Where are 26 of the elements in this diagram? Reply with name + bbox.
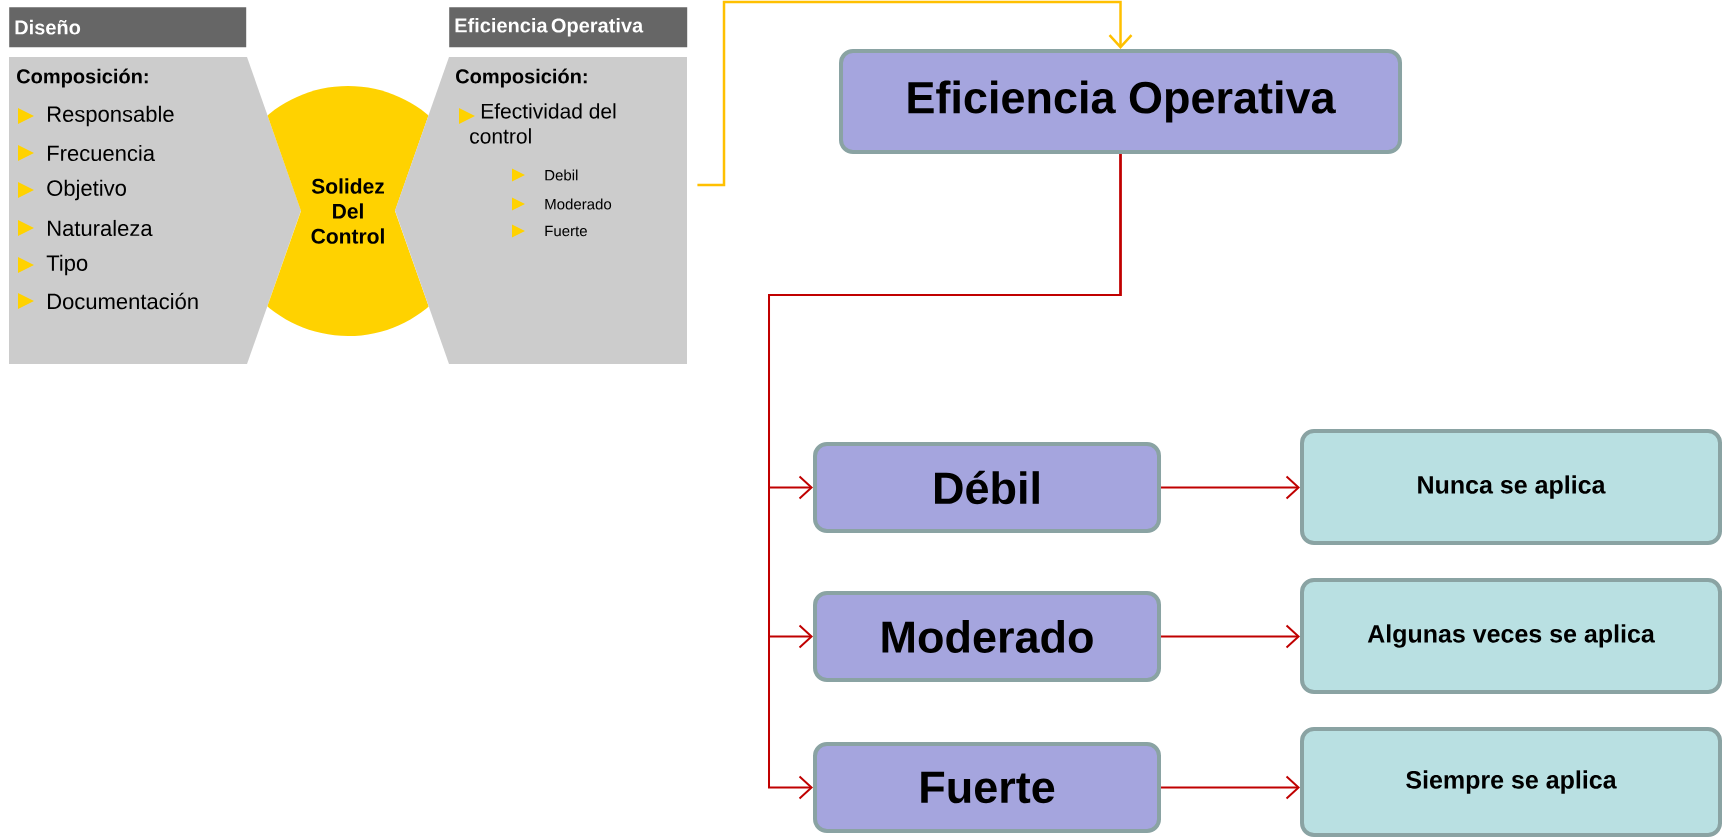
panel-heading: Composición: [17, 68, 148, 88]
list-item: Responsable [48, 105, 174, 127]
arrow [697, 0, 1133, 187]
list-item: Documentación [48, 292, 198, 310]
list-item: Efectividad del control [470, 103, 616, 144]
level-box: Moderado [813, 591, 1161, 682]
title-box: Eficiencia Operativa [839, 49, 1402, 154]
panel-heading: Composición: [456, 68, 587, 88]
list-item: Frecuencia [48, 144, 155, 162]
arrow [1160, 475, 1300, 500]
list-item: Moderado [545, 198, 612, 210]
level-box: Fuerte [813, 742, 1161, 833]
result-box: Nunca se aplica [1300, 429, 1722, 545]
list-item: Debil [545, 169, 578, 181]
header-bar: Diseño [9, 7, 247, 48]
arrow [768, 153, 1122, 800]
list-item: Fuerte [545, 225, 587, 237]
result-box: Siempre se aplica [1300, 727, 1722, 837]
header-bar: Eficiencia Operativa [449, 7, 688, 48]
list-item: Objetivo [47, 179, 126, 201]
list-item: Naturaleza [48, 219, 153, 237]
arrow [1160, 775, 1300, 800]
list-item: Tipo [46, 254, 88, 276]
arrow [1160, 624, 1300, 649]
level-box: Débil [813, 442, 1161, 533]
result-box: Algunas veces se aplica [1300, 578, 1722, 694]
